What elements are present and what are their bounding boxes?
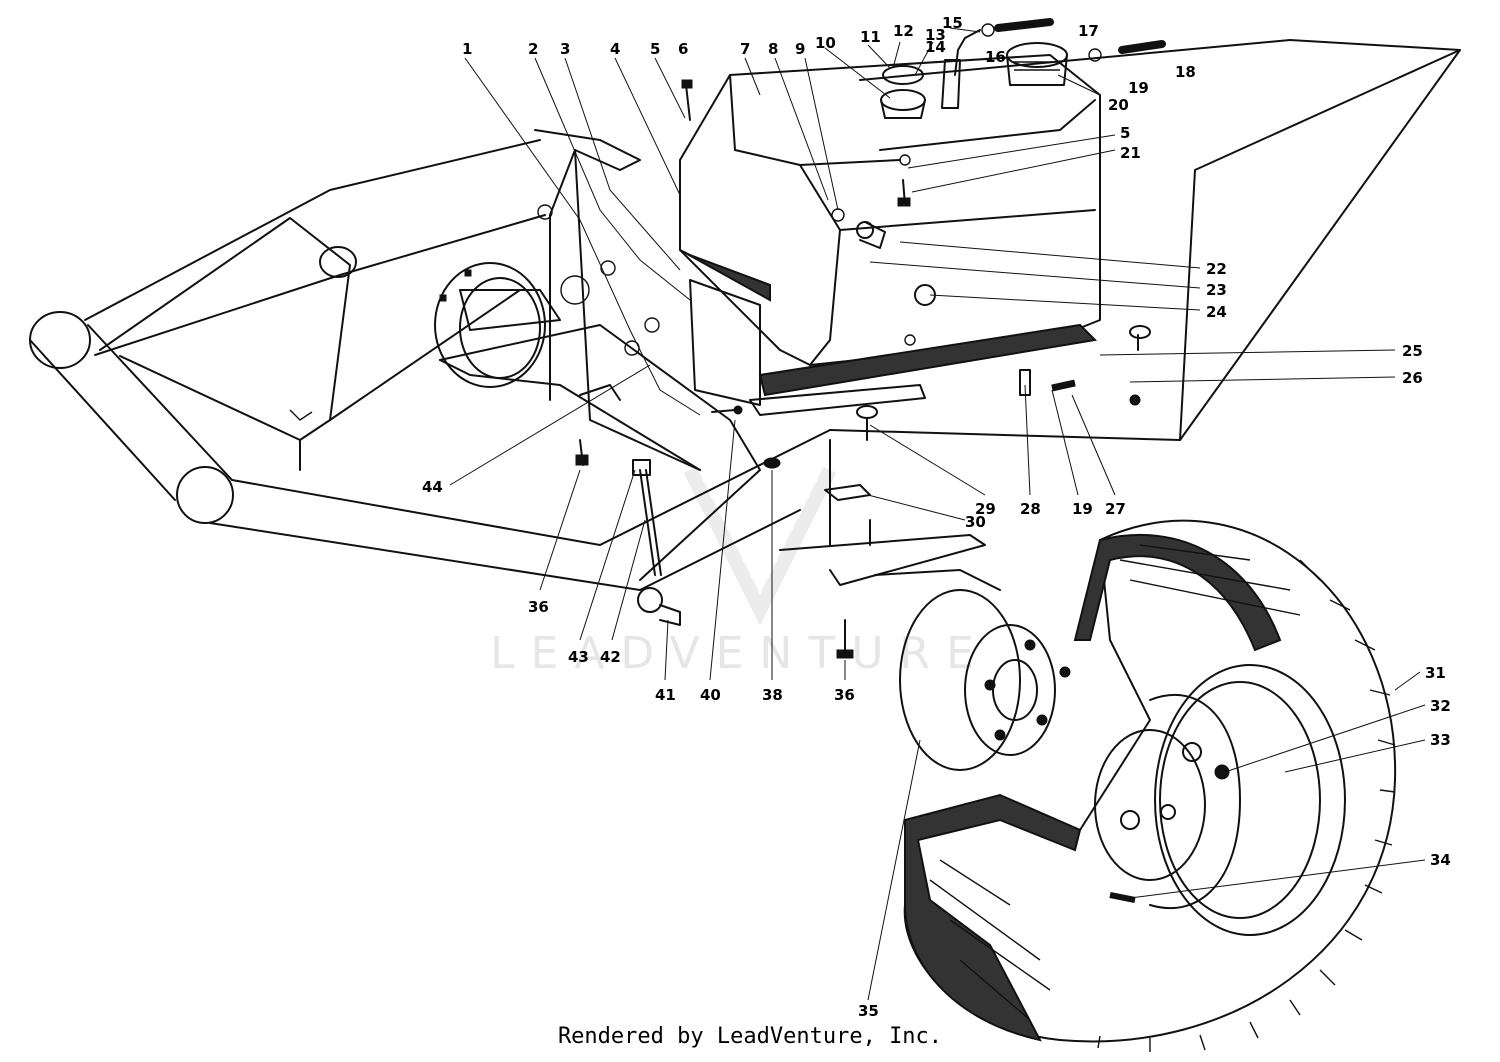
fuel-tank bbox=[679, 29, 1101, 416]
callout-12: 12 bbox=[893, 22, 914, 40]
wheel-hub bbox=[874, 569, 1071, 771]
callout-23: 23 bbox=[1206, 281, 1227, 299]
callout-16: 16 bbox=[985, 48, 1006, 66]
callout-5b: 5 bbox=[1120, 124, 1130, 142]
callout-44: 44 bbox=[422, 478, 443, 496]
callout-38: 38 bbox=[762, 686, 783, 704]
callout-14: 14 bbox=[925, 38, 946, 56]
callout-17: 17 bbox=[1078, 22, 1099, 40]
callout-20: 20 bbox=[1108, 96, 1129, 114]
callout-10: 10 bbox=[815, 34, 836, 52]
callout-9: 9 bbox=[795, 40, 805, 58]
watermark-logo bbox=[683, 466, 837, 626]
callout-41: 41 bbox=[655, 686, 676, 704]
callout-8: 8 bbox=[768, 40, 778, 58]
callout-35: 35 bbox=[858, 1002, 879, 1020]
callout-36: 36 bbox=[528, 598, 549, 616]
callout-21: 21 bbox=[1120, 144, 1141, 162]
hardware bbox=[575, 18, 1166, 659]
callout-32: 32 bbox=[1430, 697, 1451, 715]
callout-33: 33 bbox=[1430, 731, 1451, 749]
callout-25: 25 bbox=[1402, 342, 1423, 360]
callout-7: 7 bbox=[740, 40, 750, 58]
callout-28: 28 bbox=[1020, 500, 1041, 518]
watermark-text: LEADVENTURE bbox=[490, 628, 990, 679]
callout-11: 11 bbox=[860, 28, 881, 46]
callout-29: 29 bbox=[975, 500, 996, 518]
callout-22: 22 bbox=[1206, 260, 1227, 278]
callout-36b: 36 bbox=[834, 686, 855, 704]
callout-3: 3 bbox=[560, 40, 570, 58]
callout-13: 13 bbox=[925, 26, 946, 44]
frame bbox=[29, 39, 1461, 591]
callout-5: 5 bbox=[650, 40, 660, 58]
callout-19b: 19 bbox=[1072, 500, 1093, 518]
wheel-tire bbox=[903, 519, 1397, 1052]
callout-4: 4 bbox=[610, 40, 620, 58]
leader-lines bbox=[449, 27, 1426, 1001]
callout-43: 43 bbox=[568, 648, 589, 666]
callout-1: 1 bbox=[462, 40, 472, 58]
callout-26: 26 bbox=[1402, 369, 1423, 387]
callout-42: 42 bbox=[600, 648, 621, 666]
callout-34: 34 bbox=[1430, 851, 1451, 869]
callout-19: 19 bbox=[1128, 79, 1149, 97]
callout-31: 31 bbox=[1425, 664, 1446, 682]
callout-27: 27 bbox=[1105, 500, 1126, 518]
callout-15: 15 bbox=[942, 14, 963, 32]
transmission bbox=[434, 262, 561, 388]
footer-credit: Rendered by LeadVenture, Inc. bbox=[557, 1024, 943, 1049]
callout-30: 30 bbox=[965, 513, 986, 531]
callout-labels: 1 2 3 4 5 6 7 8 9 10 11 12 13 14 15 16 1… bbox=[422, 14, 1451, 1020]
callout-24: 24 bbox=[1206, 303, 1227, 321]
callout-40: 40 bbox=[700, 686, 721, 704]
callout-18: 18 bbox=[1175, 63, 1196, 81]
callout-2: 2 bbox=[528, 40, 538, 58]
callout-6: 6 bbox=[678, 40, 688, 58]
